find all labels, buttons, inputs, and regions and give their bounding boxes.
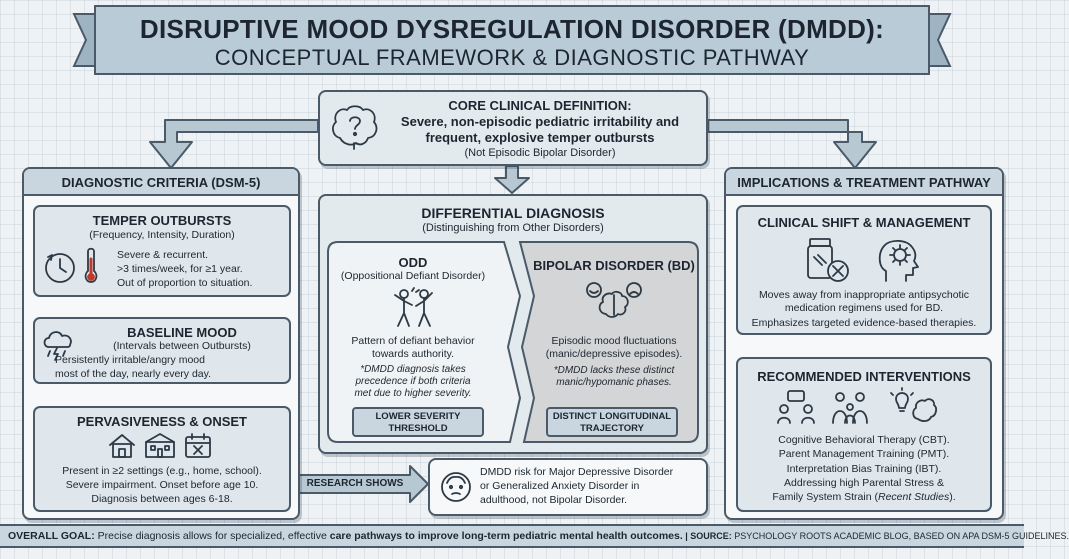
temper-outbursts-card: TEMPER OUTBURSTS (Frequency, Intensity, … <box>33 205 291 297</box>
bd-tag-line-2: TRAJECTORY <box>580 423 644 434</box>
implications-header: IMPLICATIONS & TREATMENT PATHWAY <box>726 169 1002 196</box>
research-line-2: or Generalized Anxiety Disorder in <box>480 480 640 492</box>
research-shows-label: RESEARCH SHOWS <box>306 478 404 489</box>
onset-line-2: Severe impairment. Onset before age 10. <box>65 479 259 491</box>
differential-sub: (Distinguishing from Other Disorders) <box>422 222 604 234</box>
bd-tag-line-1: DISTINCT LONGITUDINAL <box>552 411 672 422</box>
shift-title: CLINICAL SHIFT & MANAGEMENT <box>757 215 971 230</box>
bd-line-2: (manic/depressive episodes). <box>545 348 683 360</box>
bd-line-1: Episodic mood fluctuations <box>551 335 677 347</box>
mood-title: BASELINE MOOD <box>127 325 237 340</box>
footer-goal-text: Precise diagnosis allows for specialized… <box>94 530 330 542</box>
footer-source-text: PSYCHOLOGY ROOTS ACADEMIC BLOG, BASED ON… <box>731 531 1069 541</box>
brain-lightbulb-icon <box>890 387 938 422</box>
onset-title: PERVASIVENESS & ONSET <box>76 414 247 429</box>
footer-source-label: | SOURCE: <box>682 531 732 541</box>
temper-title: TEMPER OUTBURSTS <box>92 213 232 228</box>
bd-note-2: manic/hypomanic phases. <box>556 377 672 388</box>
arrow-core-to-differential <box>494 165 530 194</box>
temper-line-3: Out of proportion to situation. <box>117 277 253 289</box>
brain-question-icon <box>332 105 378 150</box>
bd-note-1: *DMDD lacks these distinct <box>553 365 675 376</box>
odd-tag-lower-severity: LOWER SEVERITY THRESHOLD <box>352 407 484 437</box>
research-box: DMDD risk for Major Depressive Disorder … <box>428 458 708 516</box>
odd-sub: (Oppositional Defiant Disorder) <box>340 270 486 282</box>
defiant-figures-icon <box>394 287 433 327</box>
clinical-shift-card: CLINICAL SHIFT & MANAGEMENT Moves away f… <box>736 205 992 335</box>
intervention-pmt: Parent Management Training (PMT). <box>778 448 950 460</box>
mood-line-1: Persistently irritable/angry mood <box>55 354 205 366</box>
temper-sub: (Frequency, Intensity, Duration) <box>89 229 235 241</box>
differential-title: DIFFERENTIAL DIAGNOSIS <box>421 205 605 221</box>
interventions-title: RECOMMENDED INTERVENTIONS <box>757 369 971 384</box>
temper-line-2: >3 times/week, for ≥1 year. <box>117 263 243 275</box>
odd-tag-line-1: LOWER SEVERITY <box>375 411 461 422</box>
pervasiveness-onset-card: PERVASIVENESS & ONSET Present in ≥2 sett… <box>33 406 291 512</box>
calendar-icon <box>185 433 211 458</box>
page-subtitle: CONCEPTUAL FRAMEWORK & DIAGNOSTIC PATHWA… <box>214 45 810 70</box>
brain-moods-icon <box>586 282 642 318</box>
baseline-mood-card: BASELINE MOOD (Intervals between Outburs… <box>33 317 291 384</box>
mood-line-2: most of the day, nearly every day. <box>55 368 212 380</box>
odd-note-1: *DMDD diagnosis takes <box>360 364 466 375</box>
diagnostic-criteria-header: DIAGNOSTIC CRITERIA (DSM-5) <box>24 169 298 196</box>
onset-line-1: Present in ≥2 settings (e.g., home, scho… <box>62 465 262 477</box>
intervention-family-strain: Family System Strain (Recent Studies). <box>738 491 990 504</box>
person-face-icon <box>441 472 471 502</box>
family-strain-prefix: Family System Strain ( <box>772 491 878 503</box>
shift-line-2: medication regimens used for BD. <box>784 302 944 314</box>
family-icon <box>832 392 868 424</box>
research-line-1: DMDD risk for Major Depressive Disorder <box>480 466 674 478</box>
core-line-1: Severe, non-episodic pediatric irritabil… <box>400 114 680 129</box>
bd-tag-distinct-trajectory: DISTINCT LONGITUDINAL TRAJECTORY <box>546 407 678 437</box>
medication-bottle-icon <box>807 238 849 282</box>
footer-goal-label: OVERALL GOAL: <box>8 530 95 542</box>
mood-sub: (Intervals between Outbursts) <box>113 340 251 352</box>
school-icon <box>145 433 175 458</box>
storm-cloud-icon <box>43 331 72 361</box>
home-icon <box>109 434 135 458</box>
intervention-cbt: Cognitive Behavioral Therapy (CBT). <box>778 434 950 446</box>
odd-line-1: Pattern of defiant behavior <box>351 335 475 347</box>
odd-note-3: met due to higher severity. <box>354 388 472 399</box>
odd-line-2: towards authority. <box>371 348 455 360</box>
therapy-chat-icon <box>777 390 815 424</box>
core-definition-box: CORE CLINICAL DEFINITION: Severe, non-ep… <box>318 90 708 166</box>
odd-note-2: precedence if both criteria <box>355 376 471 387</box>
page-title: DISRUPTIVE MOOD DYSREGULATION DISORDER (… <box>139 14 885 44</box>
intervention-stress: Addressing high Parental Stress & <box>784 477 944 489</box>
temper-line-1: Severe & recurrent. <box>117 249 209 261</box>
head-gear-icon <box>878 239 919 282</box>
footer-bar: OVERALL GOAL: Precise diagnosis allows f… <box>0 524 1069 548</box>
core-note: (Not Episodic Bipolar Disorder) <box>464 147 616 159</box>
arrow-core-to-implications <box>707 119 877 169</box>
family-strain-italic: Recent Studies <box>877 491 950 503</box>
core-heading: CORE CLINICAL DEFINITION: <box>448 98 632 113</box>
research-line-3: adulthood, not Bipolar Disorder. <box>480 494 628 506</box>
shift-line-1: Moves away from inappropriate antipsycho… <box>758 289 970 301</box>
title-banner-shape <box>72 5 952 75</box>
arrow-core-to-criteria <box>149 119 319 169</box>
intervention-ibt: Interpretation Bias Training (IBT). <box>786 463 942 475</box>
family-strain-suffix: ). <box>949 491 956 503</box>
thermometer-icon <box>84 247 98 283</box>
odd-tag-line-2: THRESHOLD <box>388 423 448 434</box>
shift-line-3: Emphasizes targeted evidence-based thera… <box>751 317 977 329</box>
onset-line-3: Diagnosis between ages 6-18. <box>91 493 233 505</box>
odd-title: ODD <box>398 255 428 270</box>
interventions-card: RECOMMENDED INTERVENTIONS Cognitive Beha… <box>736 357 992 512</box>
arrow-research-shows <box>297 465 429 503</box>
clock-icon <box>45 253 75 283</box>
bd-title: BIPOLAR DISORDER (BD) <box>533 258 695 273</box>
footer-goal-bold: care pathways to improve long-term pedia… <box>329 530 683 542</box>
core-line-2: frequent, explosive temper outbursts <box>425 130 655 145</box>
